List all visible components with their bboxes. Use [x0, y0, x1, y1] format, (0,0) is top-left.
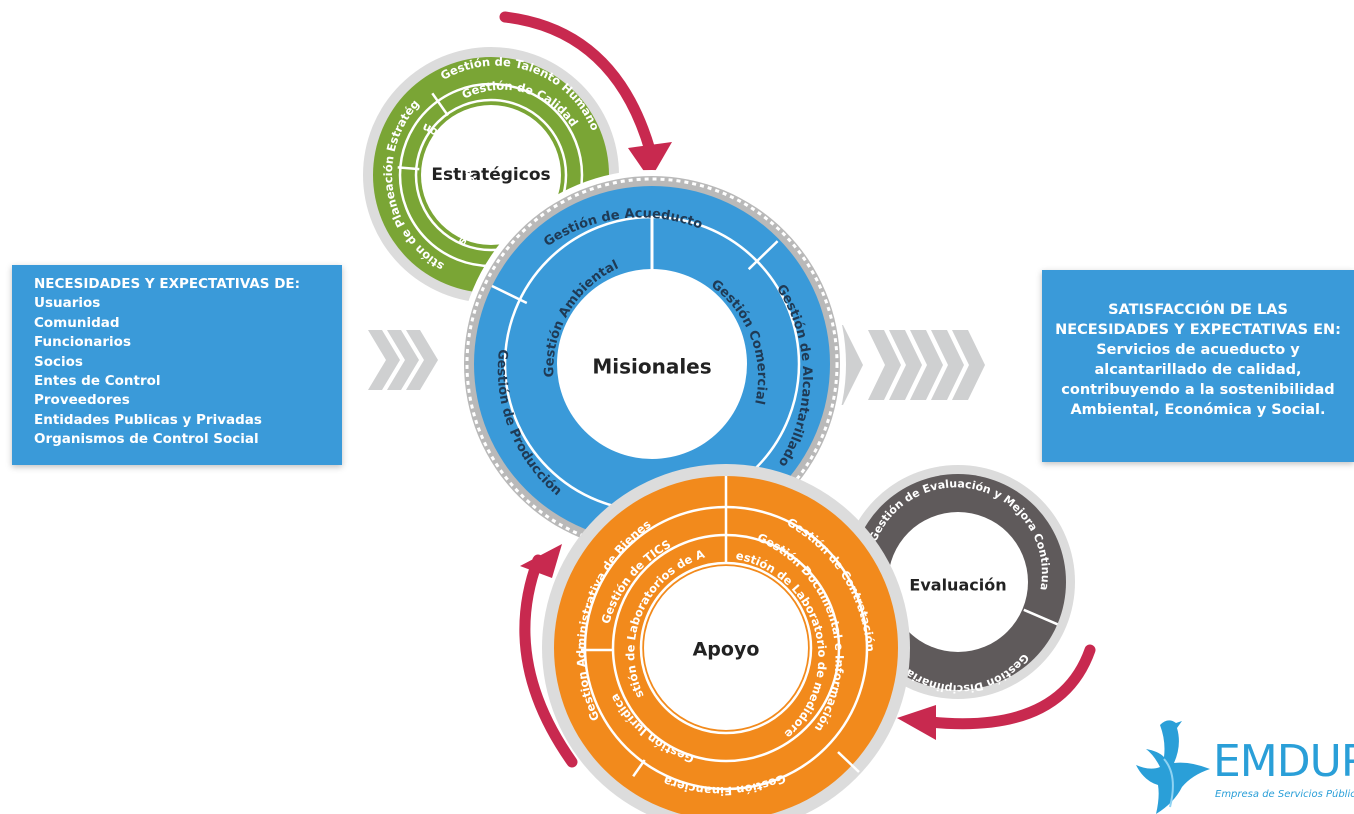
- stakeholder-item: Entes de Control: [34, 373, 161, 390]
- output-chevrons: [826, 325, 985, 405]
- cycle-arrow-top: [499, 11, 656, 156]
- output-line: Ambiental, Económica y Social.: [1070, 402, 1326, 418]
- stakeholder-item: Comunidad: [34, 314, 120, 331]
- output-chevron: [868, 330, 901, 400]
- output-line: SATISFACCIÓN DE LAS: [1108, 302, 1288, 318]
- input-chevron: [387, 330, 419, 390]
- stakeholder-item: Proveedores: [34, 392, 130, 409]
- input-chevrons: [368, 330, 438, 390]
- stakeholder-item: Usuarios: [34, 295, 101, 312]
- output-line: alcantarillado de calidad,: [1094, 362, 1302, 378]
- output-chevron: [889, 330, 922, 400]
- cycle-arrow-bottom: [924, 644, 1096, 730]
- misionales-circle: Misionales Gestión de Acueducto Gestión …: [458, 170, 846, 558]
- cycle-arrow-top-head: [628, 142, 672, 180]
- cycle-arrow-bottom-head: [897, 705, 936, 740]
- misionales-title: Misionales: [592, 355, 711, 379]
- output-line: NECESIDADES Y EXPECTATIVAS EN:: [1055, 322, 1341, 338]
- stakeholder-item: Organismos de Control Social: [34, 431, 259, 448]
- input-needs-title: NECESIDADES Y EXPECTATIVAS DE:: [34, 276, 301, 292]
- output-satisfaction-box: SATISFACCIÓN DE LAS NECESIDADES Y EXPECT…: [1042, 270, 1354, 462]
- output-chevron: [952, 330, 985, 400]
- bird-icon: [1136, 720, 1210, 814]
- output-chevron: [931, 330, 964, 400]
- apoyo-title: Apoyo: [693, 639, 760, 661]
- stakeholder-item: Entidades Publicas y Privadas: [34, 411, 262, 428]
- input-chevron: [368, 330, 400, 390]
- logo-name: EMDUPA: [1213, 736, 1354, 787]
- emdupa-logo: EMDUPA Empresa de Servicios Públicos: [1130, 715, 1354, 814]
- stakeholder-item: Funcionarios: [34, 334, 131, 351]
- evaluacion-title: Evaluación: [909, 576, 1006, 595]
- output-line: contribuyendo a la sostenibilidad: [1061, 382, 1335, 398]
- input-chevron: [406, 330, 438, 390]
- cycle-arrow-left: [519, 554, 578, 768]
- logo-subtitle: Empresa de Servicios Públicos: [1215, 789, 1354, 800]
- cycle-arrows: [499, 11, 1096, 768]
- cycle-arrow-left-head: [520, 544, 562, 578]
- input-needs-box: NECESIDADES Y EXPECTATIVAS DE: Usuarios …: [12, 265, 342, 465]
- output-chevron: [910, 330, 943, 400]
- output-line: Servicios de acueducto y: [1096, 342, 1300, 358]
- stakeholder-item: Socios: [34, 353, 83, 370]
- estrategicos-title: Estratégicos: [431, 165, 550, 185]
